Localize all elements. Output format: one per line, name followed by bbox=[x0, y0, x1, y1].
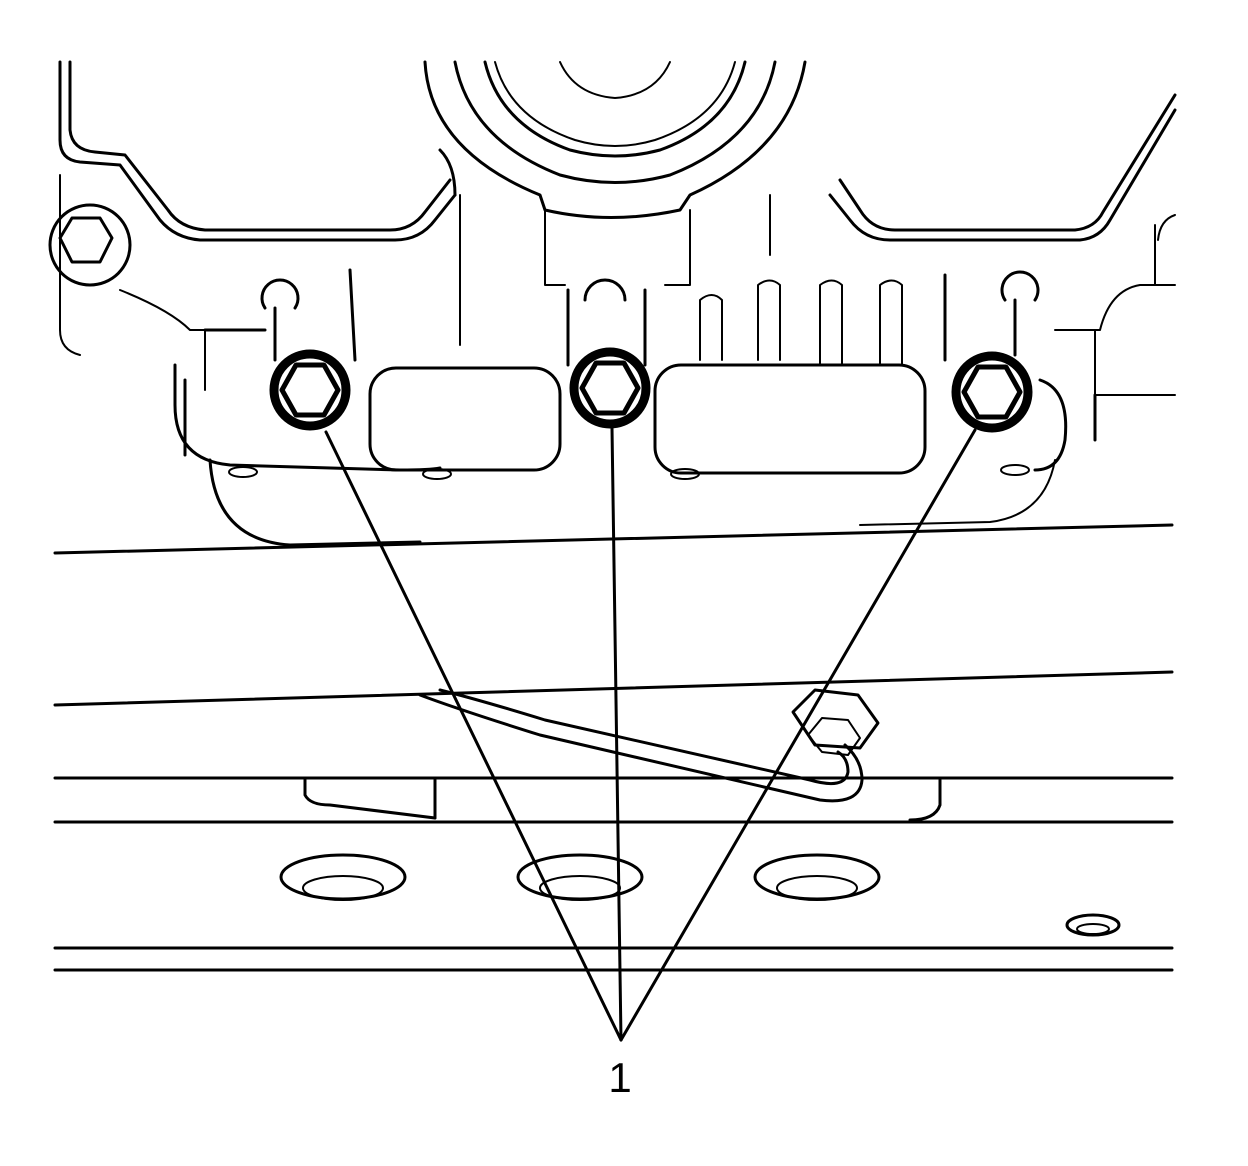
bolt-center[interactable] bbox=[569, 347, 651, 429]
callout-leaders bbox=[324, 426, 977, 1042]
bolt-right[interactable] bbox=[951, 351, 1033, 433]
subframe bbox=[53, 523, 1174, 972]
bolt-left[interactable] bbox=[269, 349, 351, 431]
oil-pan-body bbox=[173, 268, 1097, 547]
engine-block-housing bbox=[58, 60, 1177, 396]
drain-plug-left bbox=[48, 203, 132, 287]
crankshaft-seal bbox=[423, 60, 807, 346]
callout-label: 1 bbox=[608, 1054, 631, 1101]
oil-line bbox=[418, 688, 880, 803]
